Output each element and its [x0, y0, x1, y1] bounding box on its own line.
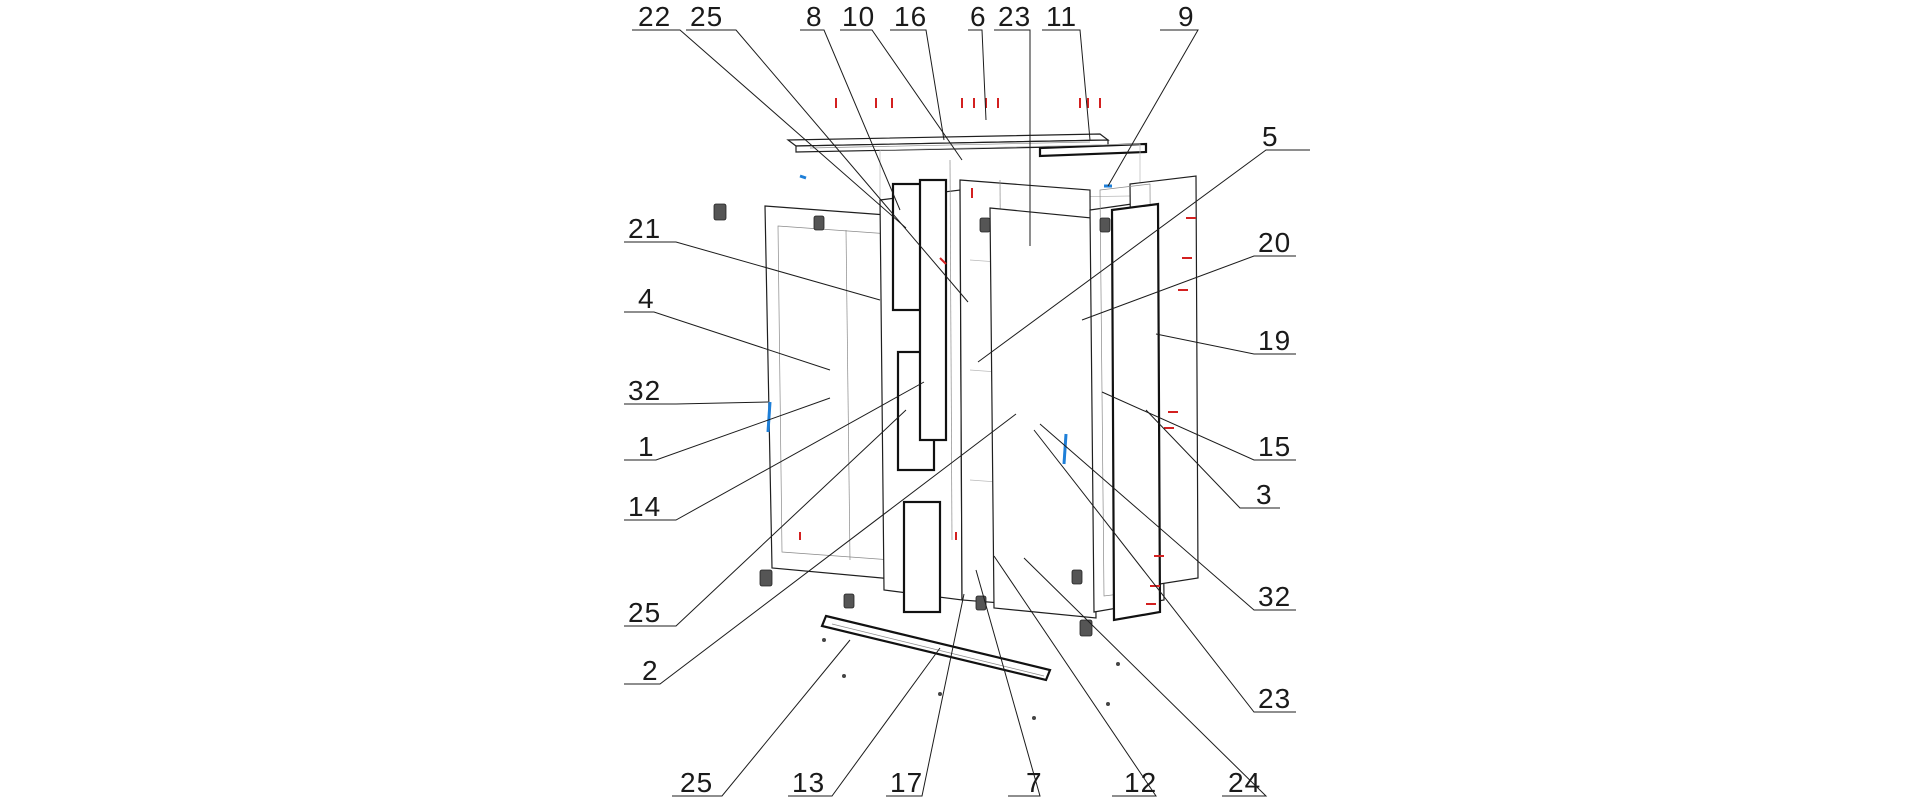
- callout-8: 8: [806, 1, 823, 32]
- callout-17: 17: [890, 767, 923, 798]
- callout-19: 19: [1258, 325, 1291, 356]
- callout-6: 6: [970, 1, 987, 32]
- callout-labels: 22 25 8 10 16 6 23 11 9 5 20 19 21 4 32 …: [628, 1, 1291, 798]
- callout-23-right: 23: [1258, 683, 1291, 714]
- callout-5: 5: [1262, 121, 1279, 152]
- screws: [799, 98, 1196, 605]
- callout-25-top: 25: [690, 1, 723, 32]
- callout-23-top: 23: [998, 1, 1031, 32]
- callout-11: 11: [1046, 1, 1077, 32]
- callout-4: 4: [638, 283, 655, 314]
- callout-32-left: 32: [628, 375, 661, 406]
- callout-24: 24: [1228, 767, 1261, 798]
- callout-15: 15: [1258, 431, 1291, 462]
- callout-14: 14: [628, 491, 661, 522]
- callout-25-bottom: 25: [680, 767, 713, 798]
- callout-12: 12: [1124, 767, 1157, 798]
- right-side-panel: [1089, 175, 1199, 622]
- right-door: [989, 207, 1097, 619]
- callout-10: 10: [842, 1, 875, 32]
- callout-13: 13: [792, 767, 825, 798]
- callout-2: 2: [642, 655, 659, 686]
- callout-16: 16: [894, 1, 927, 32]
- callout-7: 7: [1026, 767, 1043, 798]
- leader-lines: [624, 29, 1310, 797]
- callout-20: 20: [1258, 227, 1291, 258]
- plinth: [820, 614, 1052, 682]
- callout-25-left: 25: [628, 597, 661, 628]
- callout-3: 3: [1256, 479, 1273, 510]
- callout-22-top: 22: [638, 1, 671, 32]
- hardware: [713, 203, 1111, 637]
- callout-1: 1: [638, 431, 655, 462]
- assembly-drawing: [713, 98, 1199, 720]
- callout-9: 9: [1178, 1, 1195, 32]
- callout-21: 21: [628, 213, 661, 244]
- callout-32-right: 32: [1258, 581, 1291, 612]
- loose-parts: [822, 638, 1120, 720]
